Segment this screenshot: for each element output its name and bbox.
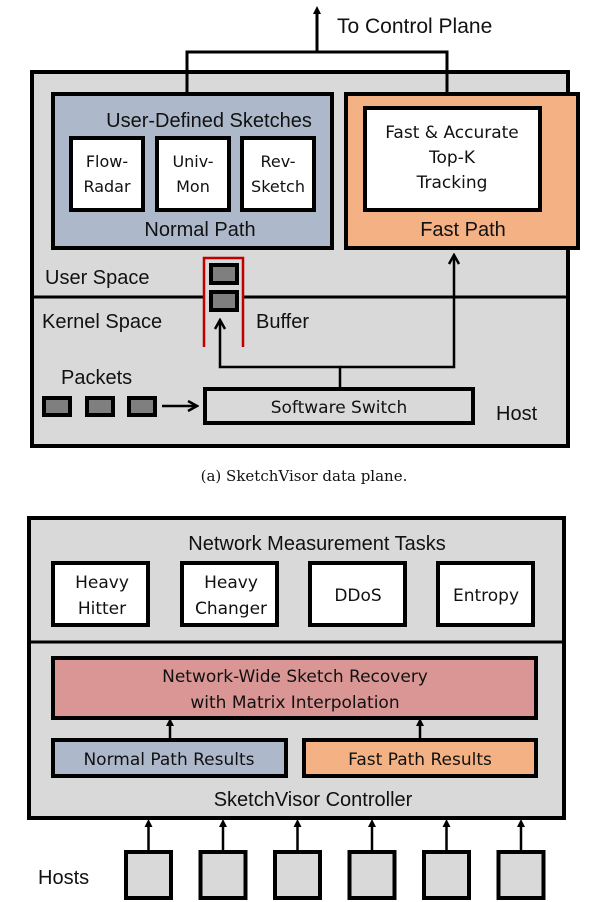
control-plane-figure: Network Measurement Tasks Heavy Hitter H… bbox=[27, 516, 566, 900]
buffer bbox=[202, 256, 245, 347]
packet bbox=[85, 396, 115, 417]
sketch-line1: Univ- bbox=[172, 152, 213, 171]
task-box bbox=[51, 561, 150, 627]
topk-line2: Top-K bbox=[428, 148, 476, 168]
fast-path-results-label: Fast Path Results bbox=[348, 750, 492, 770]
buffer-slot bbox=[209, 290, 239, 312]
task-ddos: DDoS bbox=[308, 561, 407, 627]
task-line1: Entropy bbox=[453, 586, 519, 606]
task-line2: Changer bbox=[195, 599, 267, 619]
packets-label: Packets bbox=[61, 367, 132, 389]
buffer-outline bbox=[202, 256, 245, 347]
buffer-slot bbox=[209, 263, 239, 285]
topk-line3: Tracking bbox=[416, 173, 488, 193]
topk-tracking-box bbox=[363, 106, 542, 212]
task-line1: Heavy bbox=[75, 573, 129, 593]
task-heavy-hitter: Heavy Hitter bbox=[51, 561, 150, 627]
sketch-box bbox=[155, 136, 231, 212]
sketch-line2: Mon bbox=[176, 177, 210, 196]
host-node bbox=[198, 850, 248, 900]
kernel-space-label: Kernel Space bbox=[42, 311, 162, 333]
sketch-univmon: Univ- Mon bbox=[155, 136, 231, 212]
sketch-line1: Rev- bbox=[260, 152, 295, 171]
hosts-label: Hosts bbox=[38, 867, 89, 889]
normal-path-results-label: Normal Path Results bbox=[83, 750, 254, 770]
task-line1: DDoS bbox=[334, 586, 381, 606]
fast-path-label: Fast Path bbox=[420, 219, 506, 241]
software-switch-box bbox=[203, 387, 475, 425]
fast-path-results-box bbox=[302, 738, 538, 778]
figure-caption: (a) SketchVisor data plane. bbox=[201, 467, 408, 485]
topk-line1: Fast & Accurate bbox=[385, 123, 519, 143]
task-box bbox=[436, 561, 535, 627]
switch-to-fastpath-arrow bbox=[340, 255, 454, 369]
controller-label: SketchVisor Controller bbox=[214, 789, 413, 811]
task-heavy-changer: Heavy Changer bbox=[180, 561, 279, 627]
host-label: Host bbox=[496, 403, 538, 425]
user-defined-sketches-title: User-Defined Sketches bbox=[106, 110, 312, 132]
software-switch-label: Software Switch bbox=[271, 398, 408, 418]
hosts-group bbox=[124, 819, 546, 900]
recovery-line1: Network-Wide Sketch Recovery bbox=[162, 667, 428, 687]
packet bbox=[127, 396, 157, 417]
user-space-label: User Space bbox=[45, 267, 150, 289]
host-node bbox=[347, 850, 397, 900]
sketch-line2: Sketch bbox=[251, 177, 305, 196]
host-node bbox=[273, 850, 322, 900]
task-line1: Heavy bbox=[204, 573, 258, 593]
sketch-recovery-box bbox=[51, 656, 538, 720]
sketch-line2: Radar bbox=[83, 177, 131, 196]
sketch-box bbox=[69, 136, 145, 212]
packet bbox=[42, 396, 72, 417]
tasks-title: Network Measurement Tasks bbox=[188, 533, 446, 555]
host-node bbox=[422, 850, 471, 900]
host-node bbox=[124, 850, 173, 900]
task-entropy: Entropy bbox=[436, 561, 535, 627]
to-control-plane-label: To Control Plane bbox=[337, 15, 492, 38]
sketch-revsketch: Rev- Sketch bbox=[240, 136, 316, 212]
data-plane-figure: To Control Plane User-Defined Sketches F… bbox=[30, 6, 580, 485]
sketch-line1: Flow- bbox=[86, 152, 128, 171]
normal-path-results-box bbox=[51, 738, 288, 778]
recovery-line2: with Matrix Interpolation bbox=[190, 693, 399, 713]
normal-path-label: Normal Path bbox=[144, 219, 255, 241]
buffer-label: Buffer bbox=[256, 311, 309, 333]
task-box bbox=[180, 561, 279, 627]
task-line2: Hitter bbox=[78, 599, 126, 619]
host-node bbox=[496, 850, 546, 900]
switch-to-buffer-arrow bbox=[220, 320, 342, 388]
task-box bbox=[308, 561, 407, 627]
sketch-box bbox=[240, 136, 316, 212]
sketch-flowradar: Flow- Radar bbox=[69, 136, 145, 212]
